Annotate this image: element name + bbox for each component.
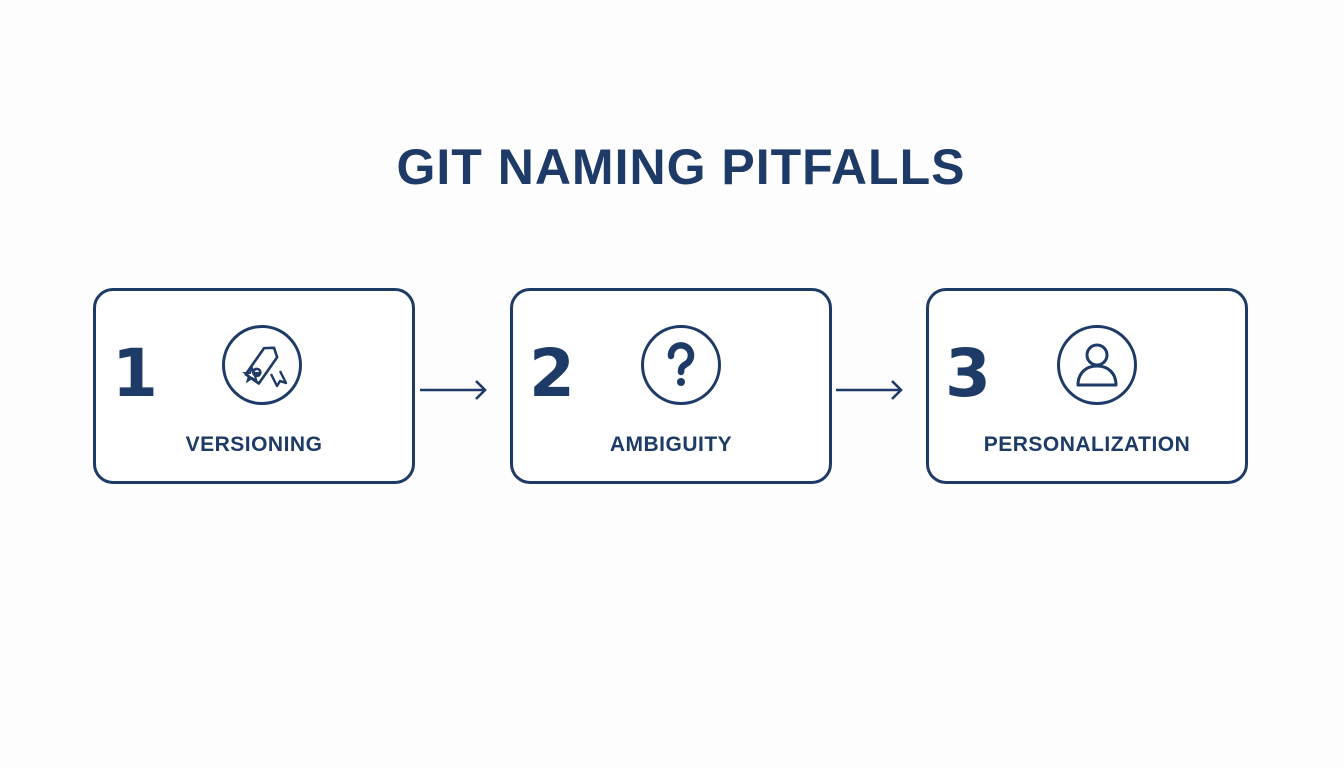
arrow-right-icon (836, 380, 903, 400)
question-icon (641, 325, 721, 405)
step-number: 1 (112, 335, 158, 412)
step-label: VERSIONING (185, 433, 323, 456)
step-label: AMBIGUITY (609, 433, 733, 456)
step-card-personalization: 3 PERSONALIZATION (926, 288, 1248, 484)
step-card-versioning: 1 VERSIONING (93, 288, 415, 484)
step-label: PERSONALIZATION (983, 433, 1191, 456)
step-card-ambiguity: 2 AMBIGUITY (510, 288, 832, 484)
arrow-right-icon (420, 380, 487, 400)
diagram-title: GIT NAMING PITFALLS (396, 139, 966, 195)
step-number: 2 (529, 335, 575, 412)
user-icon (1057, 325, 1137, 405)
step-number: 3 (945, 335, 991, 412)
tag-badge-icon (222, 325, 302, 405)
